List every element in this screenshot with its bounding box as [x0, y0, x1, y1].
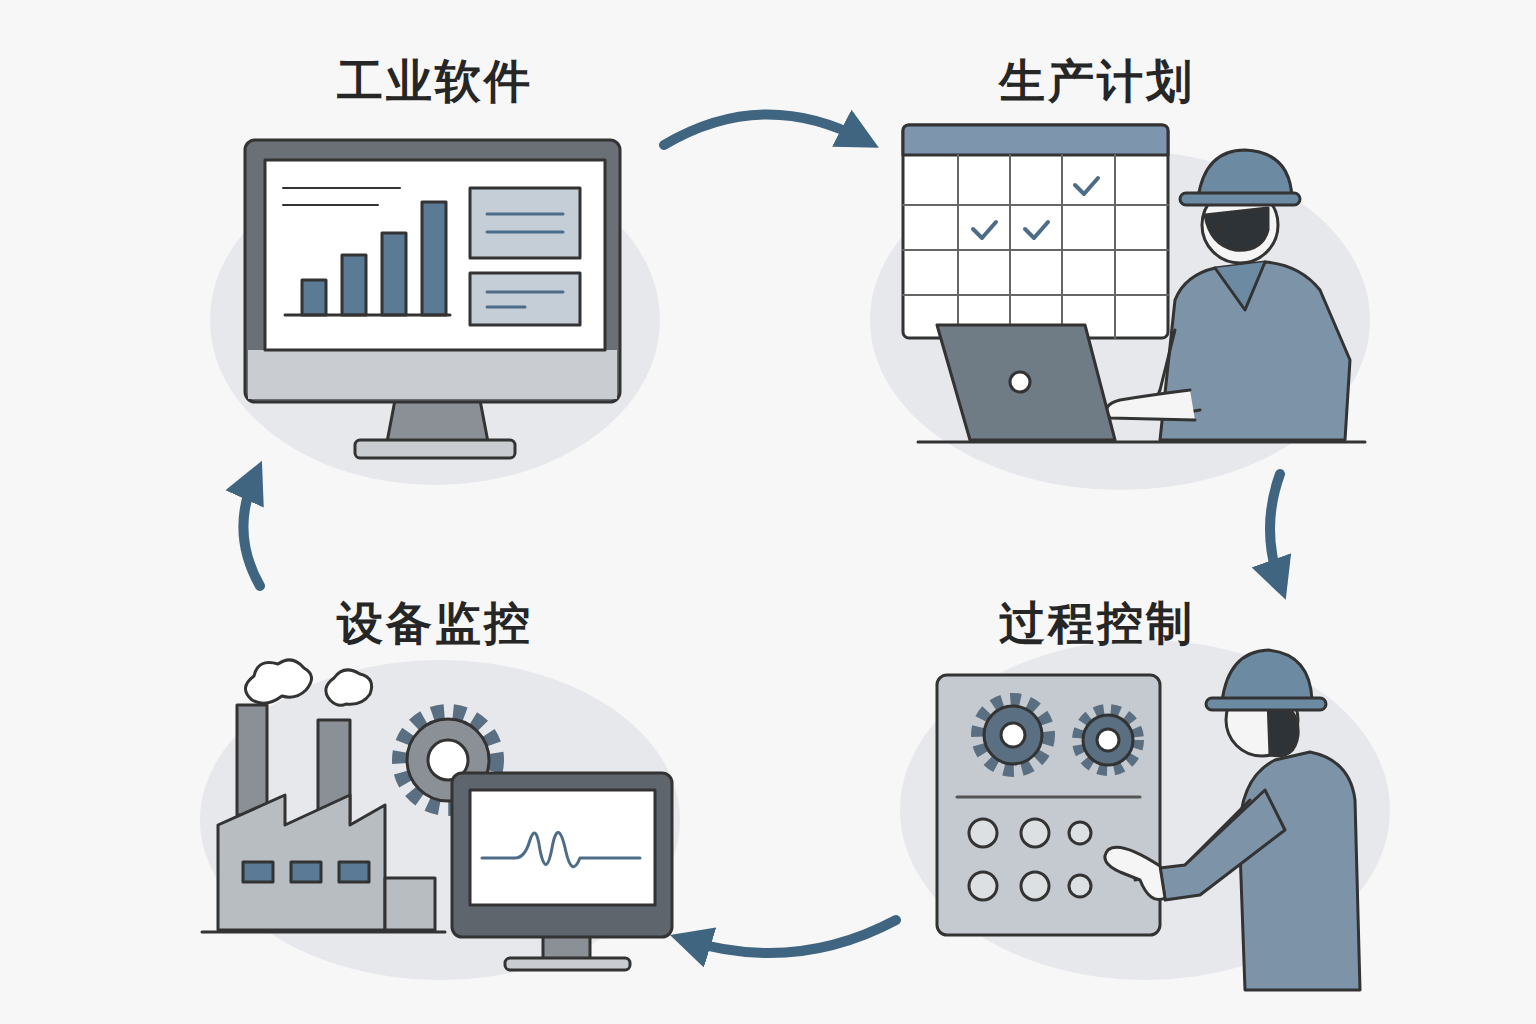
flow-arrow — [686, 920, 896, 953]
flow-arrow — [664, 114, 864, 145]
software-monitor — [210, 140, 660, 485]
stage-node: 过程控制 — [900, 590, 1360, 990]
gear-pair — [978, 700, 1138, 770]
flow-arrow — [1270, 474, 1280, 584]
stage-node: 设备监控 — [200, 590, 680, 990]
node-heading: 生产计划 — [999, 56, 1195, 107]
monitoring-scene — [200, 660, 680, 980]
control-scene — [900, 640, 1390, 990]
stage-node: 工业软件 — [210, 50, 660, 470]
stage-node: 生产计划 — [870, 50, 1370, 470]
node-heading: 工业软件 — [337, 56, 533, 107]
planning-scene — [870, 125, 1370, 490]
node-heading: 过程控制 — [999, 598, 1195, 649]
flow-arrow — [243, 476, 260, 586]
node-heading: 设备监控 — [337, 598, 533, 649]
